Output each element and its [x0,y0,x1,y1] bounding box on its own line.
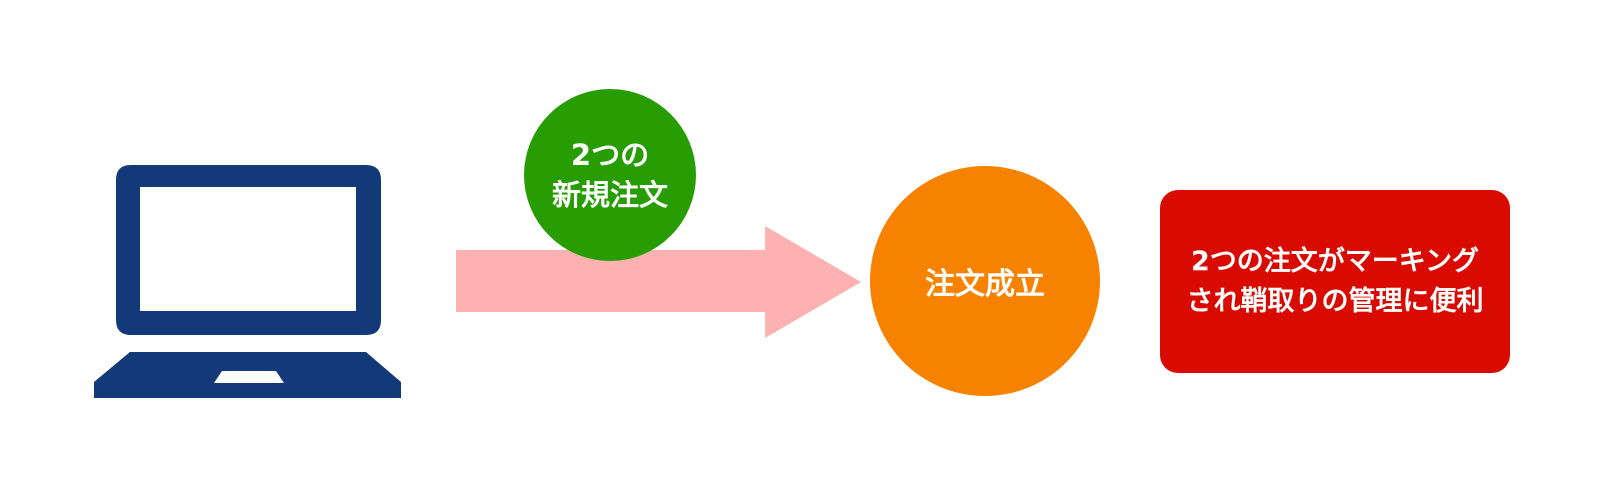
arrow-right-icon [456,226,861,338]
order-filled-label: 注文成立 [925,267,1045,302]
new-orders-line1: 2つの [570,138,650,172]
new-orders-circle: 2つの 新規注文 [524,89,696,261]
order-filled-circle: 注文成立 [870,166,1100,396]
new-orders-line2: 新規注文 [551,178,668,212]
benefit-line1: 2つの注文がマーキング [1191,245,1479,277]
benefit-box: 2つの注文がマーキング され鞘取りの管理に便利 [1160,190,1510,373]
laptop-icon [94,165,401,398]
benefit-line2: され鞘取りの管理に便利 [1186,285,1484,317]
